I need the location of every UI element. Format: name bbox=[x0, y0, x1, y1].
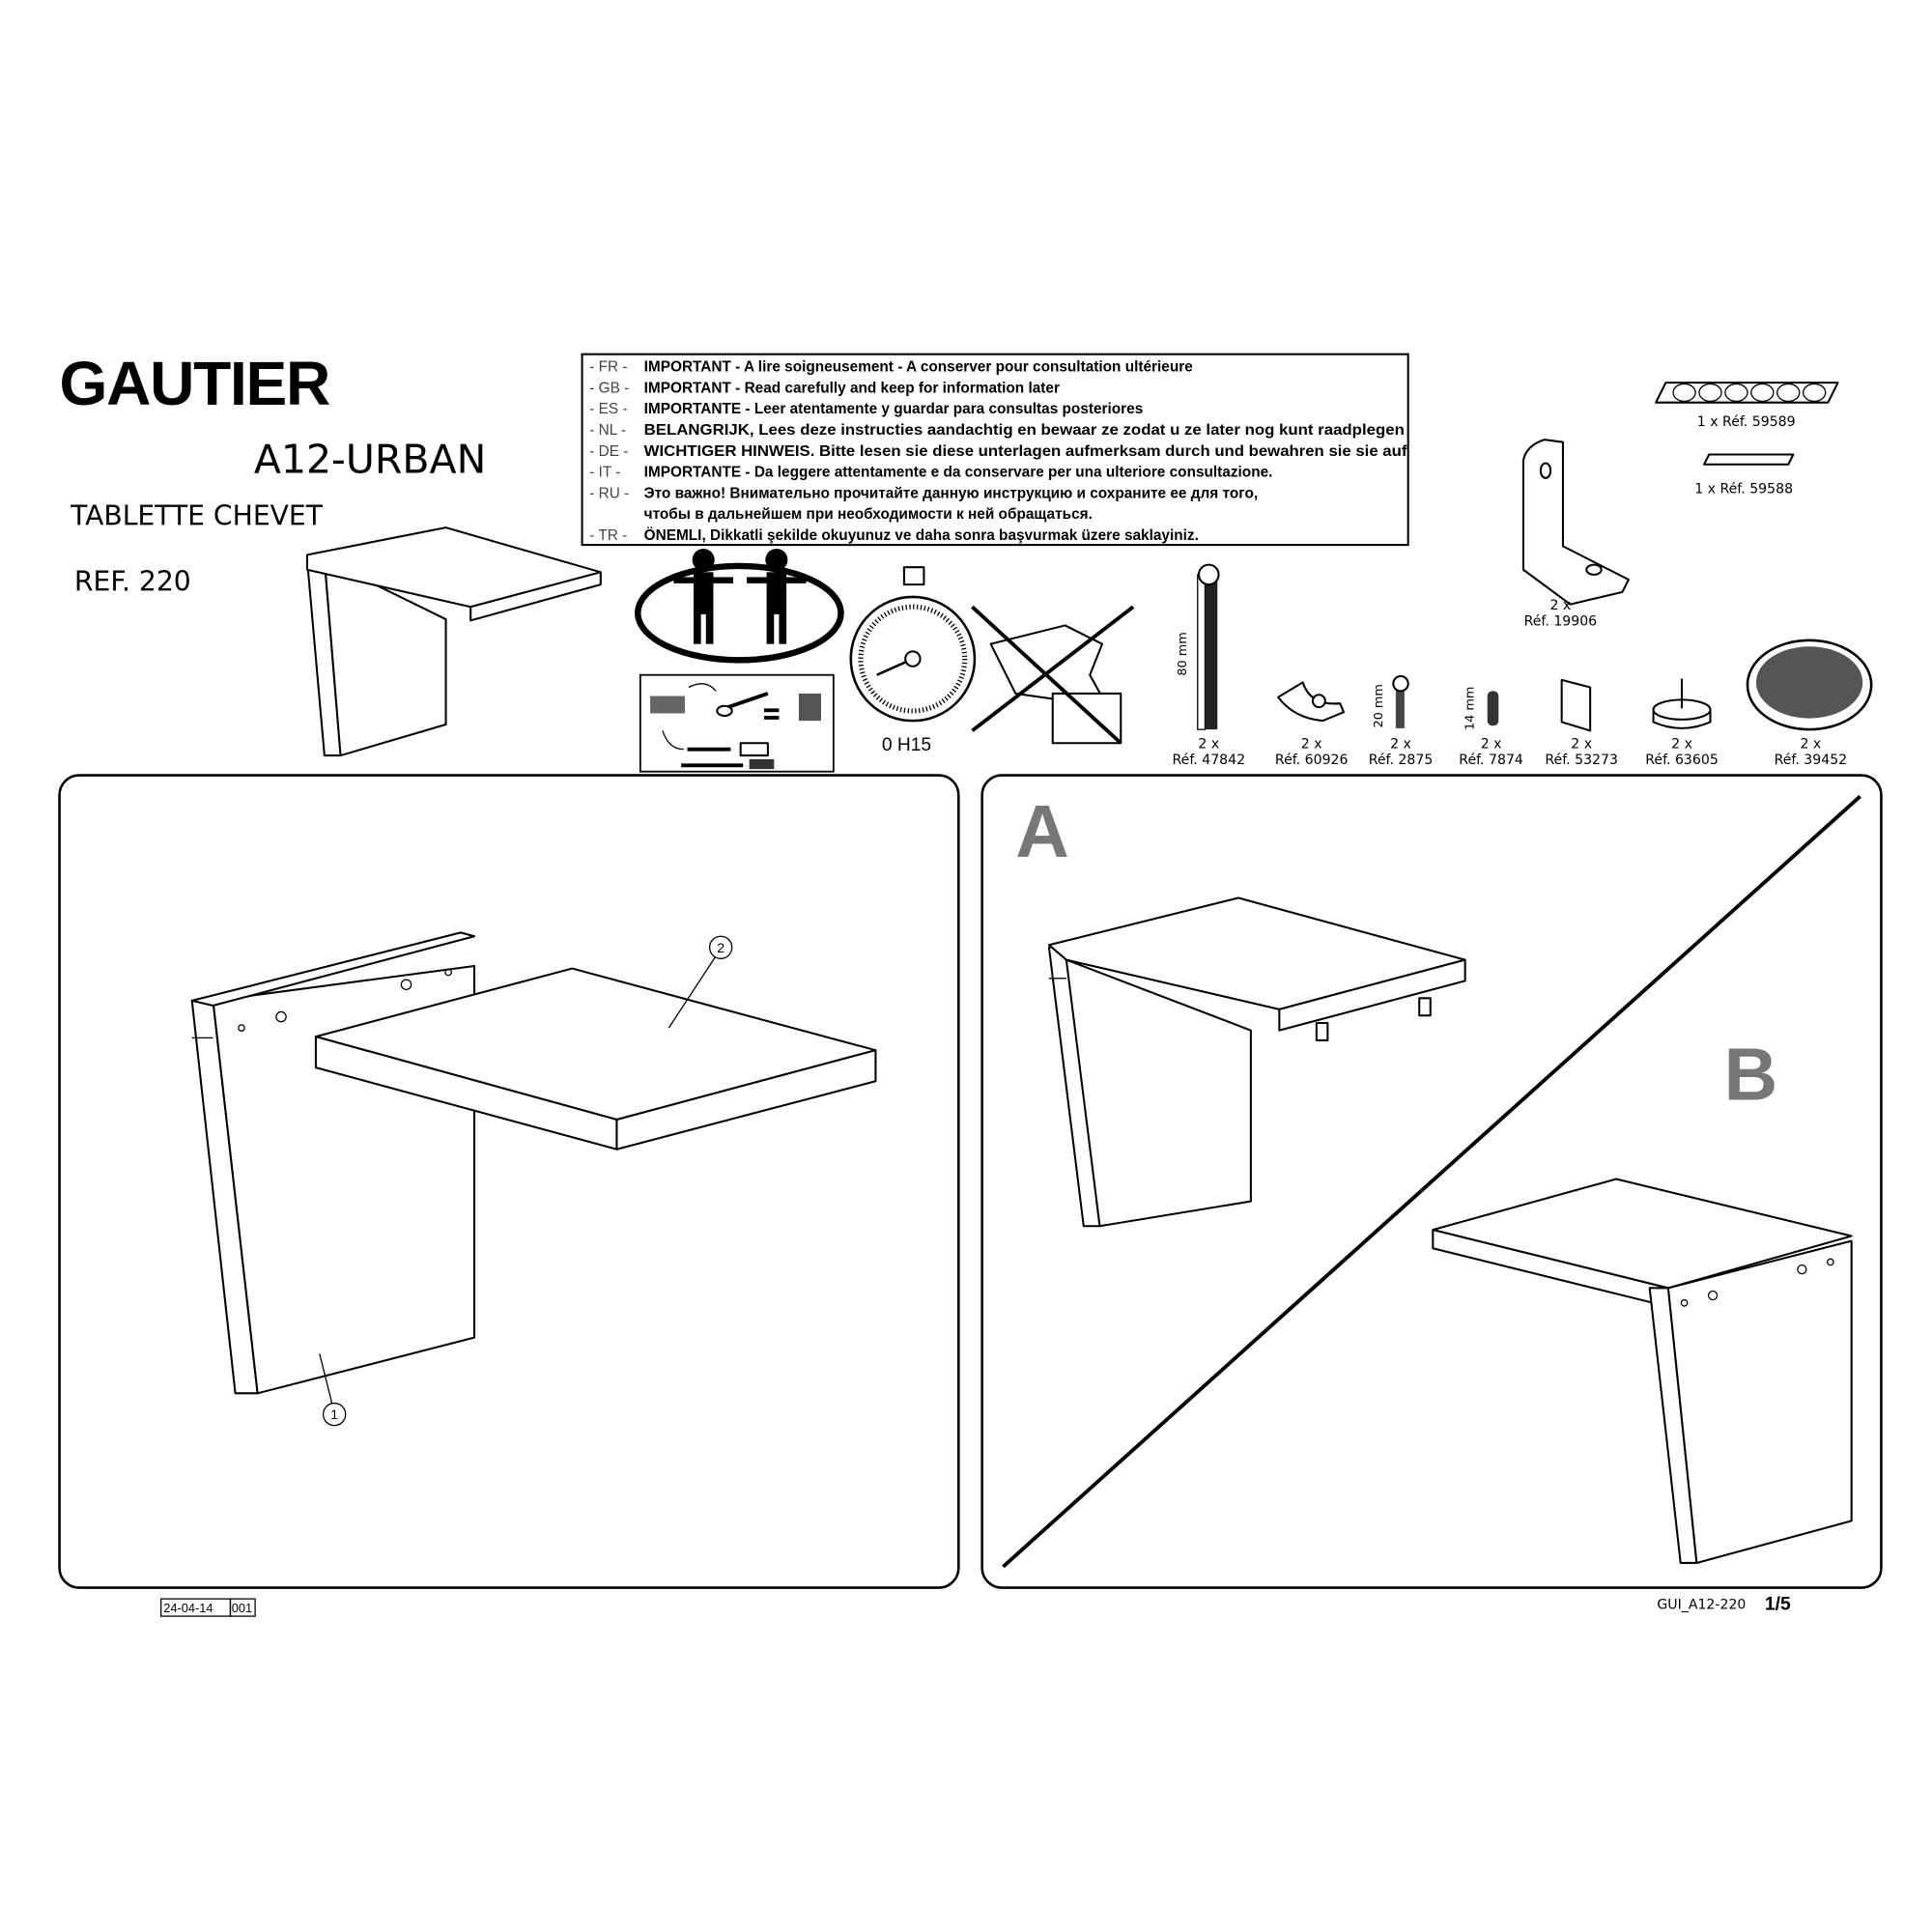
lang-code: - NL - bbox=[589, 422, 626, 439]
notice-line: чтобы в дальнейшем при необходимости к н… bbox=[644, 506, 1093, 523]
part-qty: 2 x bbox=[1481, 736, 1502, 752]
part-ref: Réf. 19906 bbox=[1524, 613, 1598, 629]
part-label: 1 x Réf. 59589 bbox=[1697, 414, 1796, 430]
model-name: A12-URBAN bbox=[254, 437, 486, 483]
step-parts-panel: 2 1 bbox=[58, 774, 960, 1589]
glide-nail-63605 bbox=[1652, 678, 1712, 729]
part-dimension: 20 mm bbox=[1372, 684, 1386, 727]
notice-line: IMPORTANTE - Leer atentamente y guardar … bbox=[644, 401, 1144, 417]
part-qty: 2 x bbox=[1800, 736, 1821, 752]
part-ref: Réf. 60926 bbox=[1275, 753, 1349, 768]
notice-line: ÖNEMLI, Dikkatli şekilde okuyunuz ve dah… bbox=[644, 527, 1199, 544]
part-qty: 2 x bbox=[1198, 736, 1219, 752]
lang-code: - RU - bbox=[589, 485, 629, 501]
notice-line: BELANGRIJK, Lees deze instructies aandac… bbox=[644, 422, 1405, 439]
felt-pad-39452 bbox=[1746, 639, 1873, 731]
dowel-strip-59589 bbox=[1655, 382, 1839, 404]
part-qty: 2 x bbox=[1671, 736, 1692, 752]
part-number-callout: 2 bbox=[717, 940, 724, 955]
footer: 24-04-14 001 GUI_A12-220 1/5 bbox=[160, 1595, 1791, 1617]
option-a-label: A bbox=[1015, 790, 1069, 873]
part-ref: Réf. 2875 bbox=[1369, 753, 1434, 768]
part-label: 1 x Réf. 59588 bbox=[1694, 481, 1793, 497]
part-ref: Réf. 53273 bbox=[1545, 753, 1618, 768]
footer-date: 24-04-14 bbox=[163, 1601, 213, 1615]
product-preview-drawing bbox=[305, 526, 602, 757]
notice-line: IMPORTANT - Read carefully and keep for … bbox=[644, 380, 1060, 396]
page-number: 1/5 bbox=[1765, 1595, 1791, 1615]
notice-line: Это важно! Внимательно прочитайте данную… bbox=[644, 485, 1258, 501]
product-reference: REF. 220 bbox=[74, 566, 191, 598]
screw-2875 bbox=[1392, 674, 1409, 728]
lang-code: - IT - bbox=[589, 465, 620, 481]
product-name: TABLETTE CHEVET bbox=[70, 500, 324, 532]
lang-code: - DE - bbox=[589, 443, 628, 460]
no-power-drill-icon bbox=[971, 605, 1135, 745]
part-qty: 2 x bbox=[1571, 736, 1592, 752]
step-options-panel: A B bbox=[980, 774, 1883, 1589]
option-b-label: B bbox=[1724, 1033, 1778, 1116]
stopwatch-icon bbox=[849, 566, 977, 723]
footer-revision: 001 bbox=[232, 1601, 252, 1615]
part-ref: Réf. 47842 bbox=[1173, 753, 1246, 768]
screw-7874 bbox=[1487, 691, 1499, 726]
part-ref: Réf. 39452 bbox=[1775, 753, 1848, 768]
brand-logo: GAUTIER bbox=[60, 349, 329, 418]
part-dimension: 80 mm bbox=[1176, 632, 1190, 675]
part-dimension: 14 mm bbox=[1463, 687, 1478, 730]
connector-60926 bbox=[1277, 681, 1346, 723]
assembly-time: 0 H15 bbox=[882, 735, 931, 755]
part-qty: 2 x bbox=[1549, 598, 1571, 613]
lang-code: - GB - bbox=[589, 380, 629, 396]
two-person-assembly-icon bbox=[635, 548, 844, 664]
important-notice-box: - FR - IMPORTANT - A lire soigneusement … bbox=[581, 353, 1409, 547]
tools-icon bbox=[639, 673, 835, 773]
part-ref: Réf. 63605 bbox=[1645, 753, 1719, 768]
dowel-strip-59588 bbox=[1703, 453, 1795, 466]
part-ref: Réf. 7874 bbox=[1459, 753, 1523, 768]
part-qty: 2 x bbox=[1390, 736, 1411, 752]
part-qty: 2 x bbox=[1301, 736, 1322, 752]
document-code: GUI_A12-220 bbox=[1657, 1597, 1746, 1612]
lang-code: - ES - bbox=[589, 401, 627, 417]
lang-code: - TR - bbox=[589, 527, 627, 544]
notice-line: WICHTIGER HINWEIS. Bitte lesen sie diese… bbox=[644, 443, 1408, 460]
lang-code: - FR - bbox=[589, 359, 627, 376]
part-number-callout: 1 bbox=[330, 1406, 338, 1422]
notice-line: IMPORTANTE - Da leggere attentamente e d… bbox=[644, 465, 1273, 481]
bolt-47842 bbox=[1197, 563, 1220, 730]
hardware-list: 1 x Réf. 59589 1 x Réf. 59588 2 x Réf. 1… bbox=[1173, 382, 1873, 768]
angle-bracket-19906 bbox=[1521, 439, 1630, 606]
pad-53273 bbox=[1560, 678, 1592, 732]
notice-line: IMPORTANT - A lire soigneusement - A con… bbox=[644, 359, 1194, 376]
